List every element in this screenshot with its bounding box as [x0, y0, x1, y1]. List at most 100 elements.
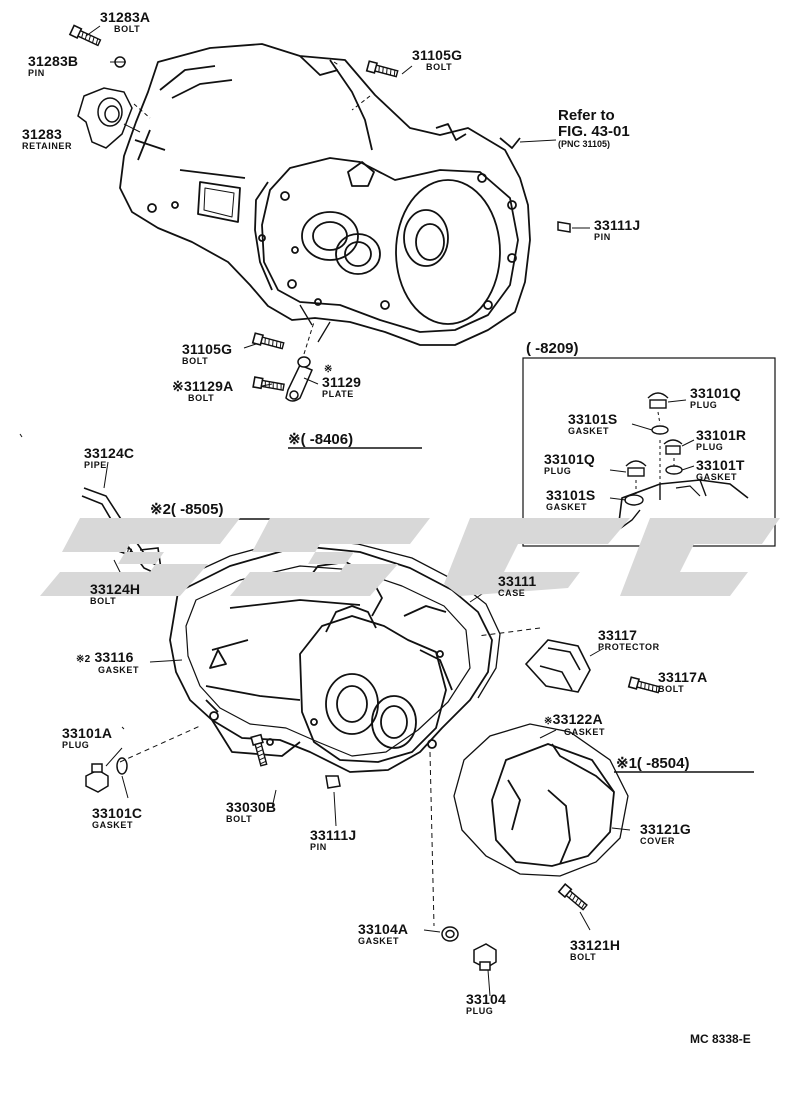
- part-name: PIN: [594, 232, 611, 242]
- inset-leaders: [609, 399, 695, 501]
- condition-8505: ※2( -8505): [150, 501, 224, 518]
- part-number: 33111: [498, 573, 537, 589]
- part-number: 33101T: [696, 457, 745, 473]
- part-number: 31105G: [412, 47, 463, 63]
- label-33101s-1[interactable]: 33101S GASKET: [568, 412, 617, 436]
- label-33101c[interactable]: 33101C GASKET: [92, 806, 142, 830]
- part-number: 31105G: [182, 341, 233, 357]
- figure-code: MC 8338-E: [690, 1032, 751, 1046]
- part-name: BOLT: [426, 62, 453, 72]
- clutch-housing: [119, 43, 531, 346]
- part-number-text: 33116: [94, 649, 134, 665]
- part-name: GASKET: [98, 665, 140, 675]
- label-33104[interactable]: 33104 PLUG: [466, 992, 506, 1016]
- part-name: GASKET: [696, 472, 738, 482]
- label-31283a[interactable]: 31283A BOLT: [100, 10, 150, 34]
- part-number: 33101Q: [690, 385, 742, 401]
- label-33111j-bottom[interactable]: 33111J PIN: [310, 828, 356, 852]
- star-mark: ※: [172, 378, 184, 394]
- condition-8406: ※( -8406): [288, 431, 354, 448]
- part-name: PLUG: [696, 442, 724, 452]
- part-number: 33117A: [658, 669, 708, 685]
- part-number: 33101S: [568, 411, 618, 427]
- part-name: PLUG: [62, 740, 90, 750]
- part-number: 33121G: [640, 821, 692, 837]
- part-name: BOLT: [90, 596, 117, 606]
- part-number: ※31129A: [172, 379, 233, 393]
- label-33104a[interactable]: 33104A GASKET: [358, 922, 408, 946]
- label-33111[interactable]: 33111 CASE: [498, 574, 536, 598]
- label-33111j-top[interactable]: 33111J PIN: [594, 218, 640, 242]
- label-33122a[interactable]: ※33122A GASKET: [544, 712, 605, 737]
- part-name: BOLT: [182, 356, 209, 366]
- part-name: BOLT: [570, 952, 597, 962]
- part-name: GASKET: [358, 936, 400, 946]
- part-number: 31283: [22, 126, 62, 142]
- upper-parts: [69, 24, 571, 402]
- part-name: PLUG: [544, 466, 572, 476]
- part-number: 33111J: [310, 827, 357, 843]
- part-name: PROTECTOR: [598, 642, 660, 652]
- label-33101r[interactable]: 33101R PLUG: [696, 428, 746, 452]
- label-33101s-2[interactable]: 33101S GASKET: [546, 488, 595, 512]
- refer-note[interactable]: Refer to FIG. 43-01 (PNC 31105): [558, 108, 630, 149]
- label-33101q-2[interactable]: 33101Q PLUG: [544, 452, 595, 476]
- part-name: PLUG: [466, 1006, 494, 1016]
- refer-line2: FIG. 43-01: [558, 122, 630, 140]
- part-number: 33101C: [92, 805, 143, 821]
- star2-mark: ※2: [76, 654, 91, 665]
- label-33121g[interactable]: 33121G COVER: [640, 822, 691, 846]
- registration-ticks: [19, 433, 125, 730]
- part-name: GASKET: [546, 502, 588, 512]
- label-31283b[interactable]: 31283B PIN: [28, 54, 78, 78]
- part-name: BOLT: [188, 393, 215, 403]
- refer-line1: Refer to: [558, 107, 615, 124]
- label-33030b[interactable]: 33030B BOLT: [226, 800, 276, 824]
- label-33117a[interactable]: 33117A BOLT: [658, 670, 707, 694]
- label-31283[interactable]: 31283 RETAINER: [22, 127, 72, 151]
- part-number-text: 33122A: [552, 711, 603, 727]
- part-number: 33101Q: [544, 451, 596, 467]
- label-33101q-1[interactable]: 33101Q PLUG: [690, 386, 741, 410]
- condition-8504: ※1( -8504): [616, 755, 690, 772]
- label-33116[interactable]: ※2 33116 GASKET: [76, 650, 139, 675]
- part-number: 31283A: [100, 9, 151, 25]
- part-number: 33101R: [696, 427, 747, 443]
- label-33124c[interactable]: 33124C PIPE: [84, 446, 134, 470]
- star-mark: ※: [544, 716, 553, 727]
- part-number: 33124C: [84, 445, 135, 461]
- protector-33117: [524, 639, 591, 693]
- part-number: 33104A: [358, 921, 409, 937]
- part-number: 33124H: [90, 581, 141, 597]
- condition-underlines: [148, 447, 754, 773]
- condition-box-8209: ( -8209): [526, 340, 579, 357]
- part-name: BOLT: [226, 814, 253, 824]
- part-name: PIN: [28, 68, 45, 78]
- part-name: GASKET: [568, 426, 610, 436]
- part-name: RETAINER: [22, 141, 73, 151]
- part-name: BOLT: [114, 24, 141, 34]
- label-33101a[interactable]: 33101A PLUG: [62, 726, 112, 750]
- label-31105g-top[interactable]: 31105G BOLT: [412, 48, 462, 72]
- label-33124h[interactable]: 33124H BOLT: [90, 582, 140, 606]
- part-number: 33101S: [546, 487, 596, 503]
- lower-parts: [85, 536, 662, 971]
- label-33117[interactable]: 33117 PROTECTOR: [598, 628, 660, 652]
- part-number: ※2 33116: [76, 650, 139, 665]
- star-mark: ※: [324, 364, 333, 375]
- label-31129[interactable]: ※ 31129 PLATE: [322, 364, 361, 399]
- part-number: 31283B: [28, 53, 79, 69]
- part-number: ※33122A: [544, 712, 605, 727]
- cover-33121g: [453, 723, 629, 877]
- part-name: PIPE: [84, 460, 107, 470]
- label-31105g-mid[interactable]: 31105G BOLT: [182, 342, 232, 366]
- refer-line3: (PNC 31105): [558, 138, 611, 149]
- part-name: CASE: [498, 588, 526, 598]
- part-name: GASKET: [564, 727, 606, 737]
- part-name: PLATE: [322, 389, 354, 399]
- part-name: GASKET: [92, 820, 134, 830]
- part-number: 33030B: [226, 799, 277, 815]
- label-31129a[interactable]: ※31129A BOLT: [172, 379, 233, 403]
- label-33121h[interactable]: 33121H BOLT: [570, 938, 620, 962]
- label-33101t[interactable]: 33101T GASKET: [696, 458, 745, 482]
